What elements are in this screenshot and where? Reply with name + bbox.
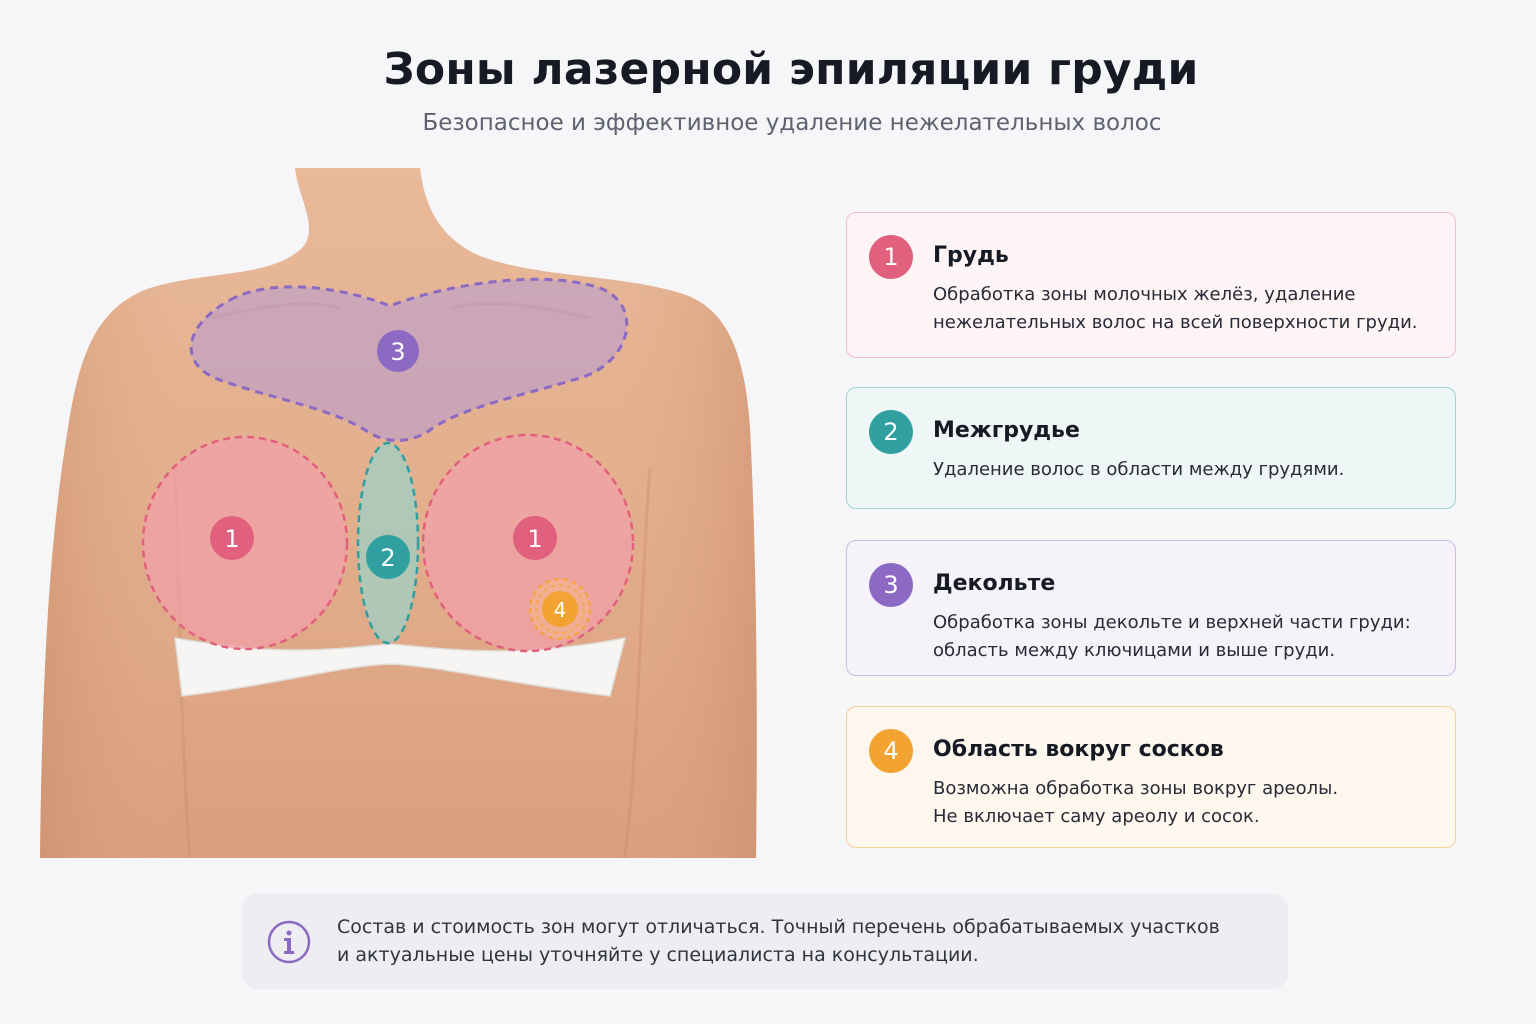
svg-text:4: 4 xyxy=(554,598,567,622)
zone-title: Область вокруг сосков xyxy=(933,737,1224,762)
zone-card-4: 4 Область вокруг сосков Возможна обработ… xyxy=(846,706,1456,848)
svg-text:1: 1 xyxy=(527,525,542,553)
zone-card-2: 2 Межгрудье Удаление волос в области меж… xyxy=(846,387,1456,509)
svg-text:2: 2 xyxy=(380,544,395,572)
zone-description: Обработка зоны декольте и верхней части … xyxy=(933,612,1411,661)
torso-illustration: 3 1 1 2 4 xyxy=(40,168,760,858)
info-text: Состав и стоимость зон могут отличаться.… xyxy=(337,916,1220,966)
zone-description: Удаление волос в области между грудями. xyxy=(933,459,1345,480)
zone-title: Декольте xyxy=(933,571,1056,596)
info-note: Состав и стоимость зон могут отличаться.… xyxy=(242,893,1288,989)
zone-title: Грудь xyxy=(933,243,1009,268)
zone-card-1: 1 Грудь Обработка зоны молочных желёз, у… xyxy=(846,212,1456,358)
zone-card-3: 3 Декольте Обработка зоны декольте и вер… xyxy=(846,540,1456,676)
zone-number-badge: 2 xyxy=(869,410,913,454)
zone-title: Межгрудье xyxy=(933,418,1080,443)
zone-badge-1-left: 1 xyxy=(210,516,254,560)
page-title: Зоны лазерной эпиляции груди xyxy=(383,44,1199,95)
page-subtitle: Безопасное и эффективное удаление нежела… xyxy=(422,110,1162,136)
zone-badge-3: 3 xyxy=(377,330,419,372)
zone-number-badge: 3 xyxy=(869,563,913,607)
info-icon xyxy=(266,919,312,969)
zone-description: Обработка зоны молочных желёз, удаление … xyxy=(933,284,1418,333)
svg-text:3: 3 xyxy=(390,338,405,366)
zone-number-badge: 1 xyxy=(869,235,913,279)
zone-badge-2: 2 xyxy=(366,535,410,579)
zone-description: Возможна обработка зоны вокруг ареолы. Н… xyxy=(933,778,1339,827)
bra-band xyxy=(174,637,627,697)
zone-badge-4: 4 xyxy=(542,591,578,627)
zone-number-badge: 4 xyxy=(869,729,913,773)
svg-text:1: 1 xyxy=(224,525,239,553)
zone-badge-1-right: 1 xyxy=(513,516,557,560)
